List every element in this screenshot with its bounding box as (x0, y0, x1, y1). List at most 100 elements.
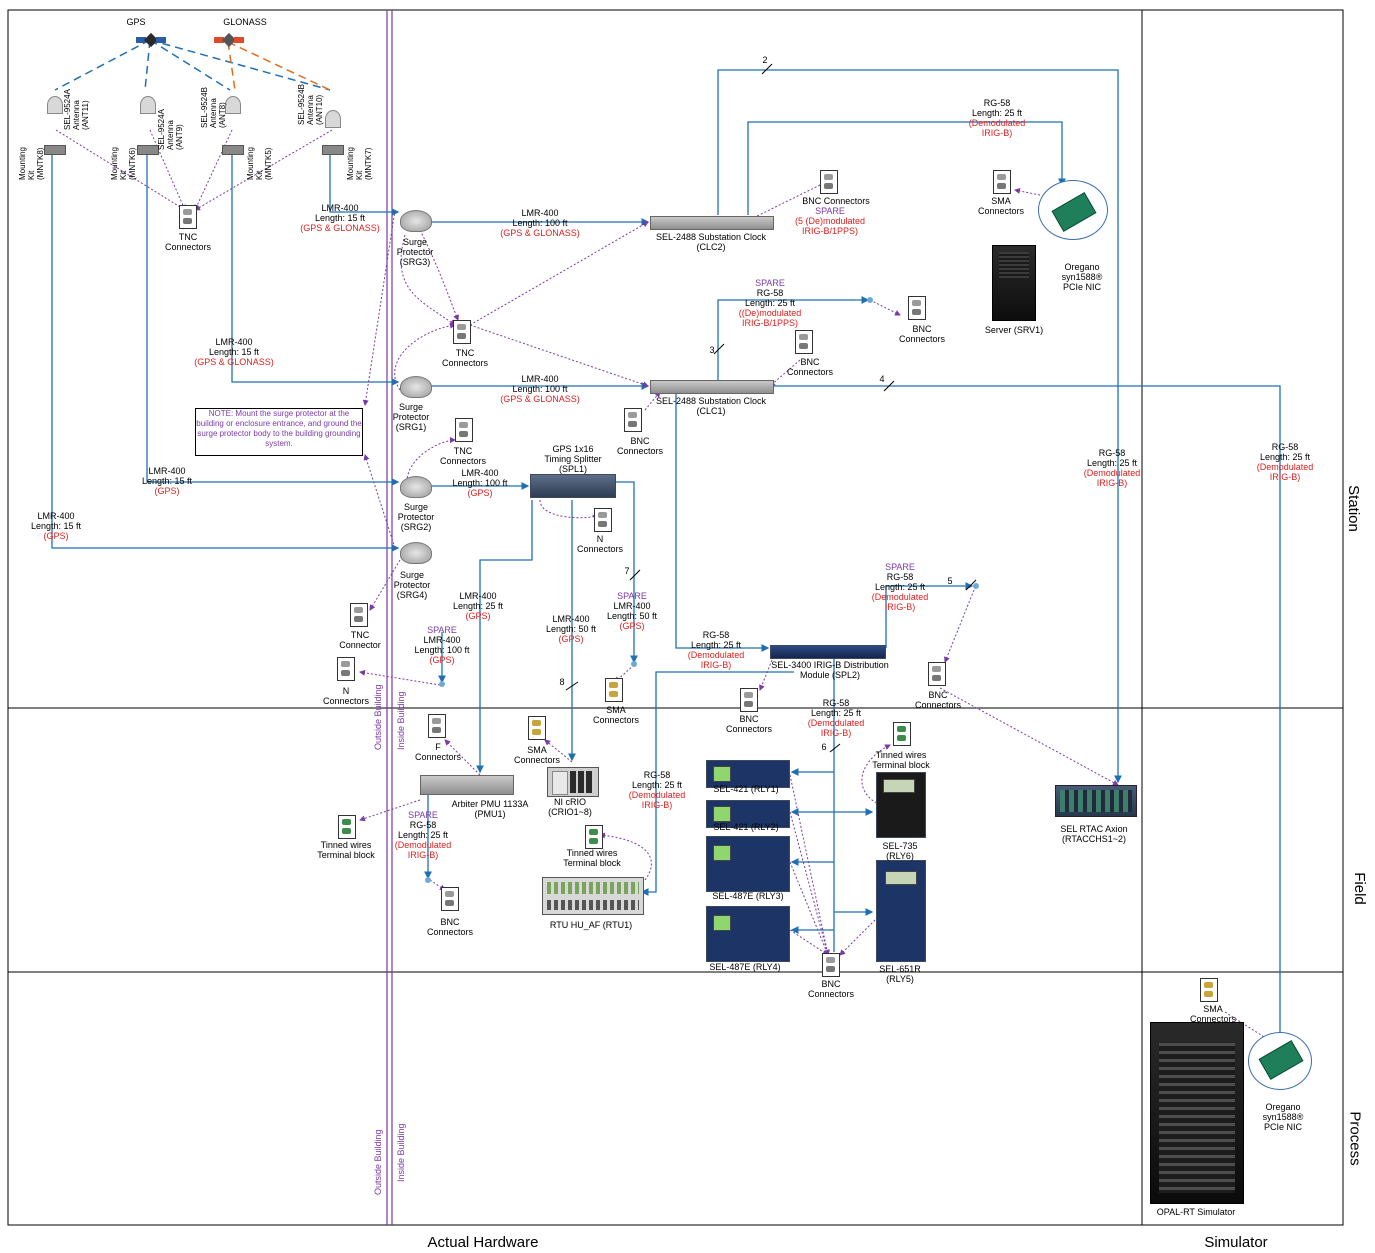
crio-label: NI cRIO (CRIO1~8) (548, 797, 592, 817)
lmr-srg1-label: LMR-400 Length: 15 ft(GPS & GLONASS) (194, 337, 274, 367)
bnc-spare1-label: BNC Connectors (899, 324, 945, 344)
building-boundary (387, 10, 392, 1225)
rtac-axion-device (1055, 785, 1137, 817)
clc1-label: SEL-2488 Substation Clock (CLC1) (656, 396, 766, 416)
lmr-pmu-label: LMR-400 Length: 25 ft(GPS) (453, 591, 503, 621)
antenna-ant11-label: SEL-9524A Antenna (ANT11) (63, 89, 90, 130)
lmr-srg3-label: LMR-400 Length: 15 ft(GPS & GLONASS) (300, 203, 380, 233)
lmr-srg2-label: LMR-400 Length: 15 ft(GPS) (142, 466, 192, 496)
rg58-relays-label: RG-58 Length: 25 ft(Demodulated IRIG-B) (808, 698, 865, 738)
bnc-connector-icon (928, 662, 946, 686)
mount-kit-mntk8-label: Mounting Kit (MNTK8) (18, 147, 45, 180)
surge-protector-srg1-icon (400, 376, 432, 398)
sma-connector-icon (1200, 978, 1218, 1002)
terminal-block-icon (585, 825, 603, 849)
glonass-label: GLONASS (223, 17, 267, 27)
antenna-ant8-label: SEL-9524B Antenna (ANT8) (200, 87, 227, 128)
mount-kit-mntk7-icon (322, 145, 344, 155)
surge-protector-srg2-icon (400, 476, 432, 498)
n-connector-icon (594, 508, 612, 532)
crio-device (547, 767, 599, 797)
mount-kit-mntk8-icon (44, 145, 66, 155)
antenna-ant9-label: SEL-9524A Antenna (ANT9) (157, 109, 184, 150)
mount-kit-mntk6-icon (137, 145, 159, 155)
sma-spl1-label: SMA Connectors (593, 705, 639, 725)
spl2-label: SEL-3400 IRIG-B Distribution Module (SPL… (771, 660, 889, 680)
lmr-clc1-label: LMR-400 Length: 100 ft(GPS & GLONASS) (500, 374, 580, 404)
sma-crio-label: SMA Connectors (514, 745, 560, 765)
rly5-label: SEL-651R (RLY5) (879, 964, 921, 984)
gps-links (55, 40, 330, 90)
opal-rt-simulator-device (1150, 1022, 1244, 1204)
rly1-label: SEL-421 (RLY1) (713, 784, 778, 794)
tnc-connector-icon (350, 603, 368, 627)
bnc-connector-icon (740, 688, 758, 712)
cable-count-3: 3 (709, 345, 714, 355)
n-conn-left-label: N Connectors (323, 686, 369, 706)
surge-protector-note: NOTE: Mount the surge protector at the b… (195, 408, 363, 456)
rg58-opal-label: RG-58 Length: 25 ft(Demodulated IRIG-B) (1257, 442, 1314, 482)
bnc-pmu-label: BNC Connectors (427, 917, 473, 937)
mount-kit-mntk5-icon (222, 145, 244, 155)
bnc-clc2-label: BNC Connectors (802, 196, 870, 206)
zone-station-label: Station (1345, 485, 1362, 532)
antenna-ant11-icon (47, 96, 63, 114)
lmr-clc2-label: LMR-400 Length: 100 ft(GPS & GLONASS) (500, 208, 580, 238)
rly4-label: SEL-487E (RLY4) (709, 962, 780, 972)
relay-rly5-device (876, 860, 926, 962)
rly3-label: SEL-487E (RLY3) (712, 891, 783, 901)
glonass-satellite-icon (214, 32, 244, 48)
server-label: Server (SRV1) (985, 325, 1043, 335)
tinned-735-label: Tinned wires Terminal block (872, 750, 930, 770)
bnc-connector-icon (441, 887, 459, 911)
rg58-rtac-label: RG-58 Length: 25 ft(Demodulated IRIG-B) (1084, 448, 1141, 488)
terminal-block-icon (893, 722, 911, 746)
bnc-connector-icon (908, 296, 926, 320)
simulator-label: Simulator (1204, 1234, 1267, 1251)
gps-label: GPS (126, 17, 145, 27)
cable-count-7: 7 (624, 566, 629, 576)
rg58-rtu-label: RG-58 Length: 25 ft(Demodulated IRIG-B) (629, 770, 686, 810)
spl1-label: GPS 1x16 Timing Splitter (SPL1) (544, 444, 601, 474)
bnc-connector-icon (822, 953, 840, 977)
sma-srv-label: SMA Connectors (978, 196, 1024, 216)
zone-field-label: Field (1351, 872, 1368, 905)
pmu1-label: Arbiter PMU 1133A (PMU1) (452, 799, 529, 819)
tinned-rtu-label: Tinned wires Terminal block (563, 848, 621, 868)
clock-clc1-device (650, 380, 774, 394)
mount-kit-mntk5-label: Mounting Kit (MNTK5) (246, 147, 273, 180)
srg3-label: Surge Protector (SRG3) (397, 237, 434, 267)
relay-rly4-device (706, 906, 790, 962)
clock-clc2-device (650, 216, 774, 230)
cable-count-2: 2 (762, 55, 767, 65)
zone-process-label: Process (1347, 1111, 1364, 1165)
antenna-ant8-icon (225, 96, 241, 114)
server-srv1-device (992, 245, 1036, 321)
mount-kit-mntk7-label: Mounting Kit (MNTK7) (346, 147, 373, 180)
tnc-connector-icon (455, 418, 473, 442)
terminal-block-icon (338, 815, 356, 839)
relay-rly3-device (706, 836, 790, 892)
f-connector-icon (428, 714, 446, 738)
rg58-srv-label: RG-58 Length: 25 ft(Demodulated IRIG-B) (969, 98, 1026, 138)
n-connector-icon (337, 657, 355, 681)
tnc-connectors-mid-label: TNC Connectors (442, 348, 488, 368)
tnc-connector-icon (453, 320, 471, 344)
irig-distribution-spl2-device (770, 645, 886, 659)
bnc-connector-icon (624, 408, 642, 432)
rly6-label: SEL-735 (RLY6) (882, 841, 917, 861)
sma-connector-icon (605, 678, 623, 702)
sma-connector-icon (993, 170, 1011, 194)
srg1-label: Surge Protector (SRG1) (393, 402, 430, 432)
sma-opal-label: SMA Connectors (1190, 1004, 1236, 1024)
antenna-ant10-icon (325, 110, 341, 128)
gps-satellite-icon (136, 32, 166, 48)
mount-kit-mntk6-label: Mounting Kit (MNTK6) (110, 147, 137, 180)
clc2-label: SEL-2488 Substation Clock (CLC2) (656, 232, 766, 252)
tnc-srg2-label: TNC Connectors (440, 446, 486, 466)
